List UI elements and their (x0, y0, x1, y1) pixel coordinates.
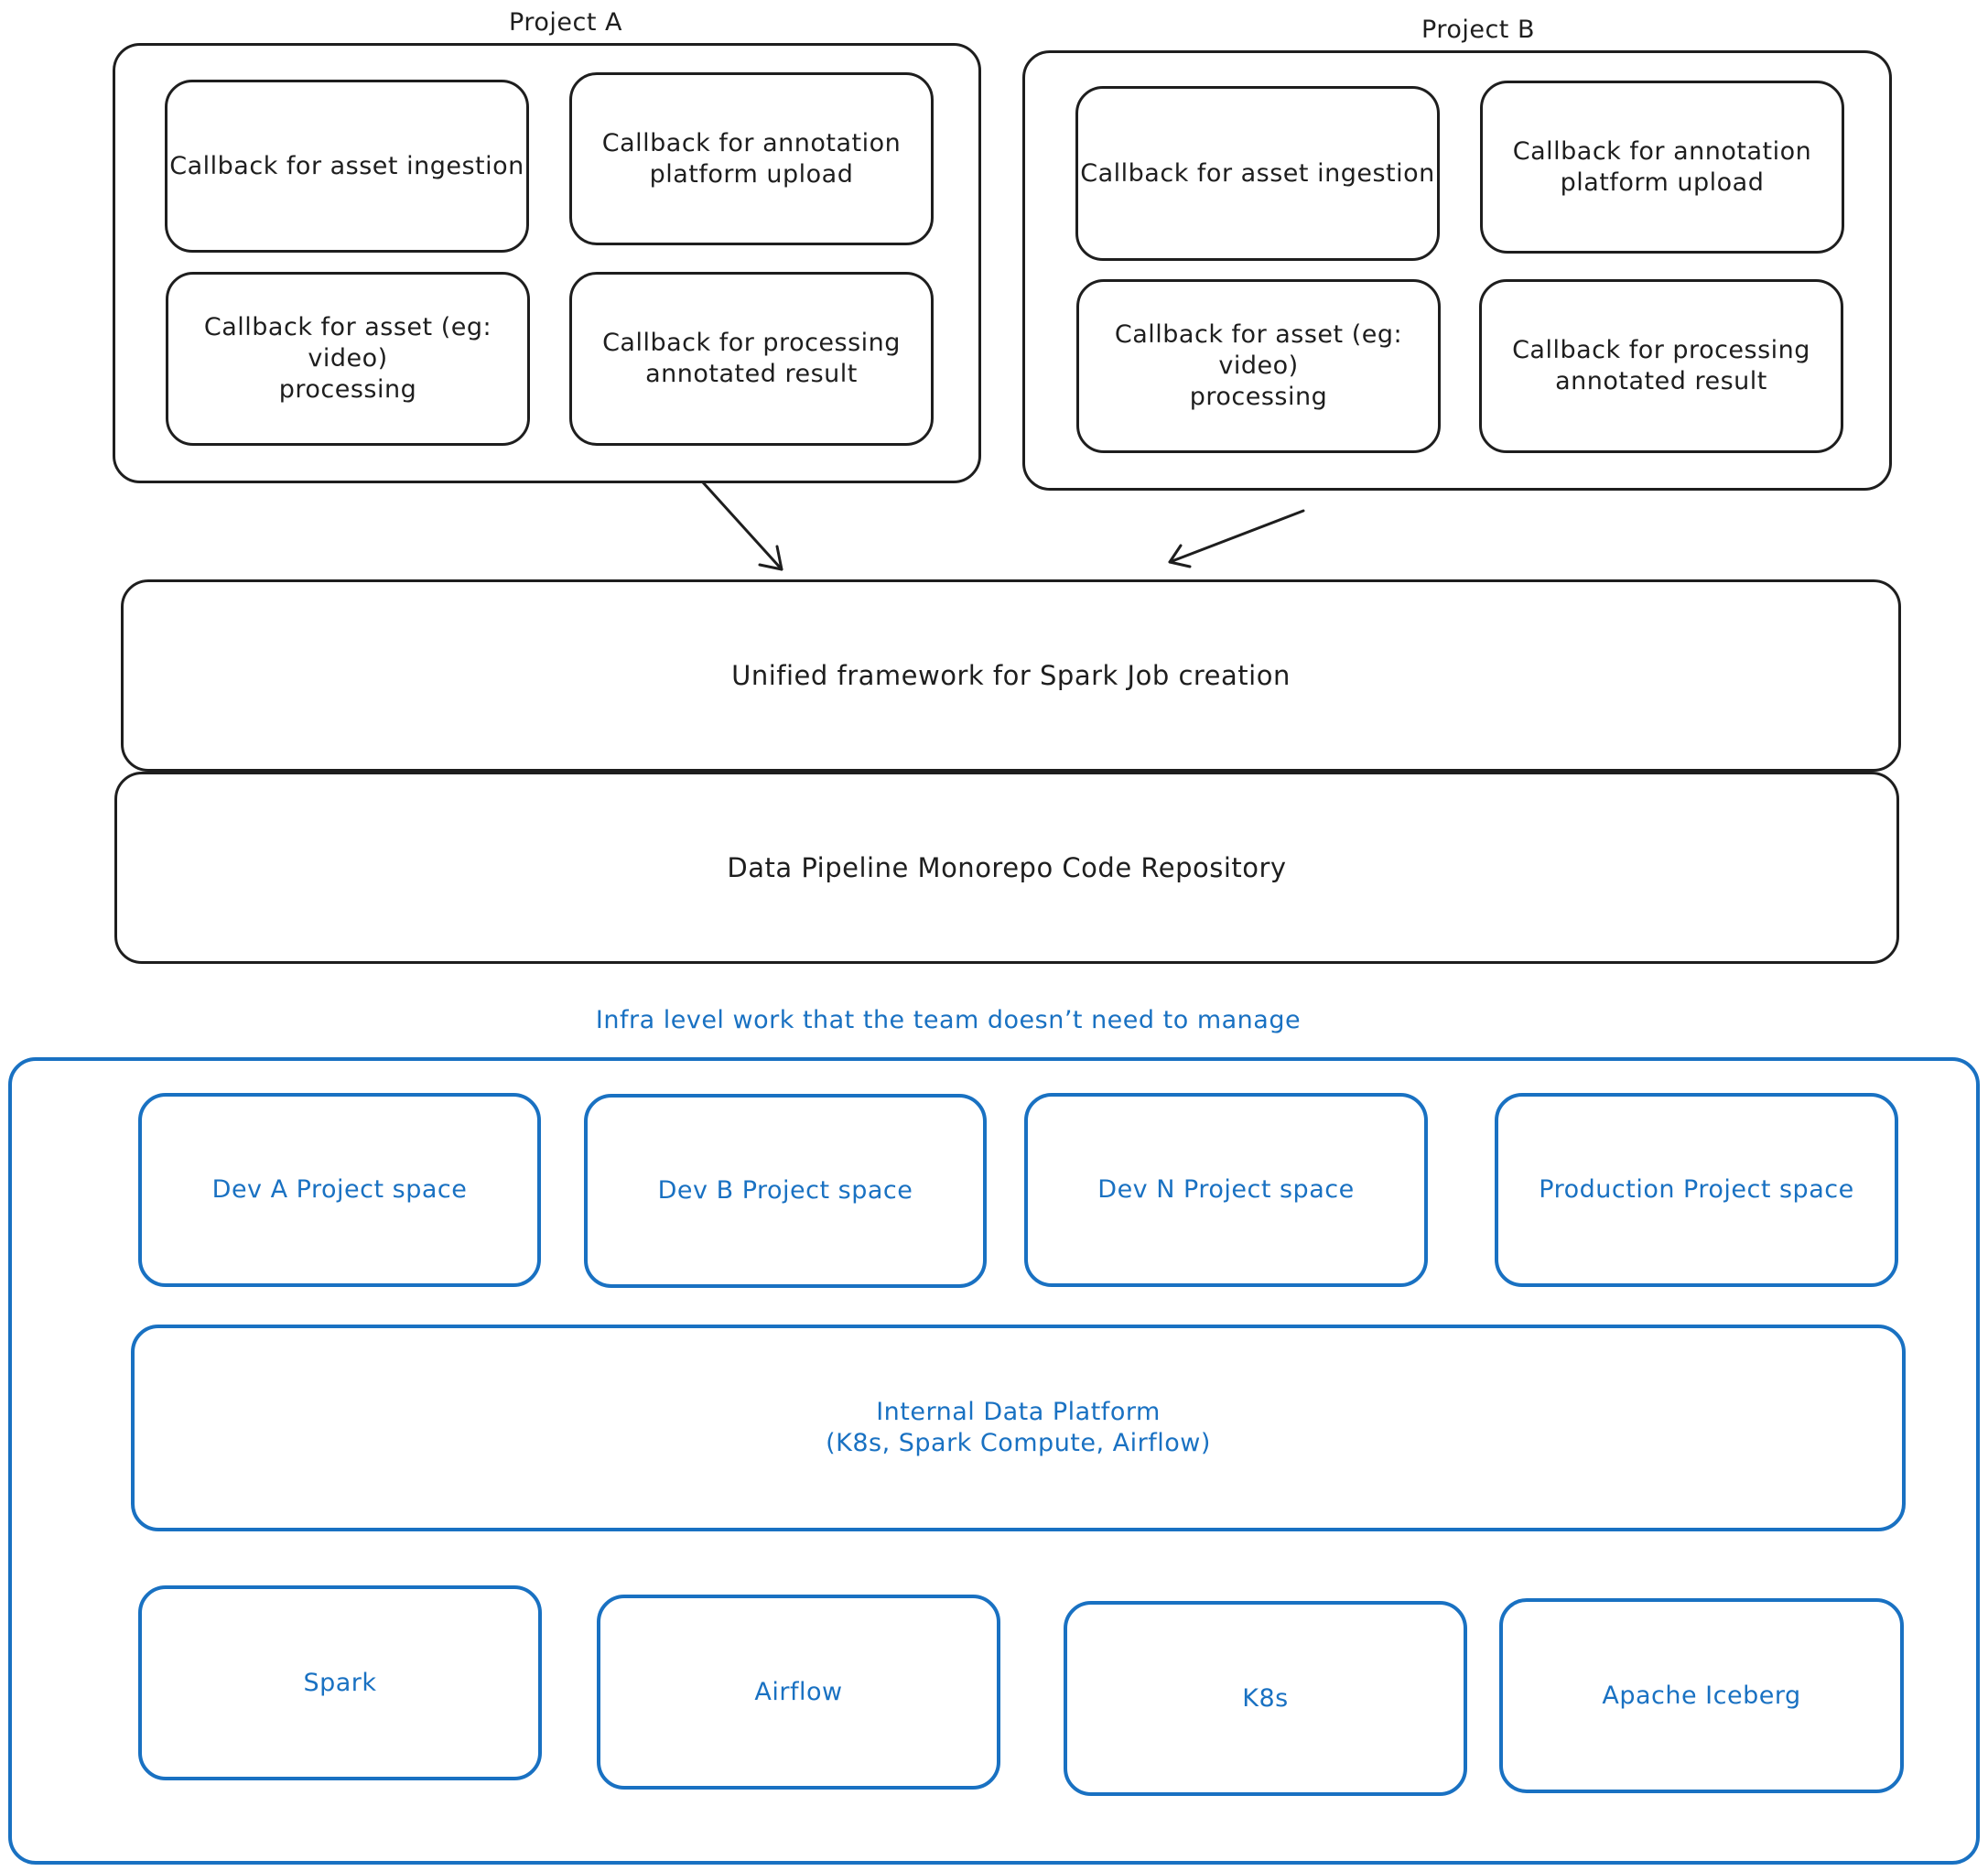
unified-framework-label: Unified framework for Spark Job creation (731, 660, 1291, 691)
callback-label: Callback for processing annotated result (1512, 336, 1810, 395)
callback-label: Callback for asset (eg: video) processin… (203, 313, 492, 404)
internal-data-platform-label: Internal Data Platform (K8s, Spark Compu… (826, 1398, 1211, 1457)
callback-label: Callback for asset (eg: video) processin… (1114, 320, 1403, 411)
arrowhead-project-a (758, 545, 783, 571)
arrow-project-b-to-framework (1168, 509, 1305, 564)
callback-label: Callback for annotation platform upload (1512, 136, 1812, 197)
project-b-container (1022, 50, 1892, 491)
infra-title: Infra level work that the team doesn’t n… (595, 1006, 1302, 1034)
space-label: Production Project space (1539, 1175, 1854, 1204)
project-b-callback-annotated-result: Callback for processing annotated result (1479, 279, 1843, 453)
arrowhead-project-b (1168, 544, 1192, 568)
project-a-callback-ingestion: Callback for asset ingestion (165, 80, 529, 253)
project-b-callback-ingestion: Callback for asset ingestion (1075, 86, 1440, 261)
project-a-callback-asset-processing: Callback for asset (eg: video) processin… (166, 272, 530, 446)
callback-label: Callback for processing annotated result (602, 329, 901, 388)
space-label: Dev B Project space (657, 1176, 913, 1205)
callback-label: Callback for asset ingestion (169, 151, 524, 180)
callback-label: Callback for asset ingestion (1080, 158, 1435, 188)
project-b-callback-annotation-upload: Callback for annotation platform upload (1480, 81, 1844, 254)
space-label: Dev N Project space (1097, 1175, 1355, 1204)
dev-b-space: Dev B Project space (584, 1094, 987, 1288)
spark-box: Spark (138, 1585, 542, 1780)
apache-iceberg-box: Apache Iceberg (1499, 1598, 1904, 1793)
unified-framework-box: Unified framework for Spark Job creation (121, 579, 1901, 772)
infra-container (8, 1057, 1980, 1865)
monorepo-label: Data Pipeline Monorepo Code Repository (727, 852, 1287, 883)
airflow-box: Airflow (597, 1595, 1000, 1790)
arrow-project-a-to-framework (701, 481, 783, 571)
project-a-title: Project A (509, 8, 622, 37)
production-space: Production Project space (1495, 1093, 1898, 1287)
project-a-callback-annotated-result: Callback for processing annotated result (569, 272, 934, 446)
tool-label: Spark (303, 1668, 377, 1697)
tool-label: K8s (1242, 1683, 1289, 1713)
dev-a-space: Dev A Project space (138, 1093, 541, 1287)
internal-data-platform-box: Internal Data Platform (K8s, Spark Compu… (131, 1325, 1906, 1531)
k8s-box: K8s (1064, 1601, 1467, 1796)
project-b-callback-asset-processing: Callback for asset (eg: video) processin… (1076, 279, 1441, 453)
space-label: Dev A Project space (211, 1175, 468, 1204)
dev-n-space: Dev N Project space (1024, 1093, 1428, 1287)
project-b-title: Project B (1421, 16, 1535, 44)
monorepo-box: Data Pipeline Monorepo Code Repository (114, 772, 1899, 964)
callback-label: Callback for annotation platform upload (601, 128, 902, 189)
tool-label: Apache Iceberg (1602, 1681, 1801, 1710)
project-a-callback-annotation-upload: Callback for annotation platform upload (569, 72, 934, 245)
tool-label: Airflow (754, 1677, 843, 1706)
project-a-container (113, 43, 981, 483)
